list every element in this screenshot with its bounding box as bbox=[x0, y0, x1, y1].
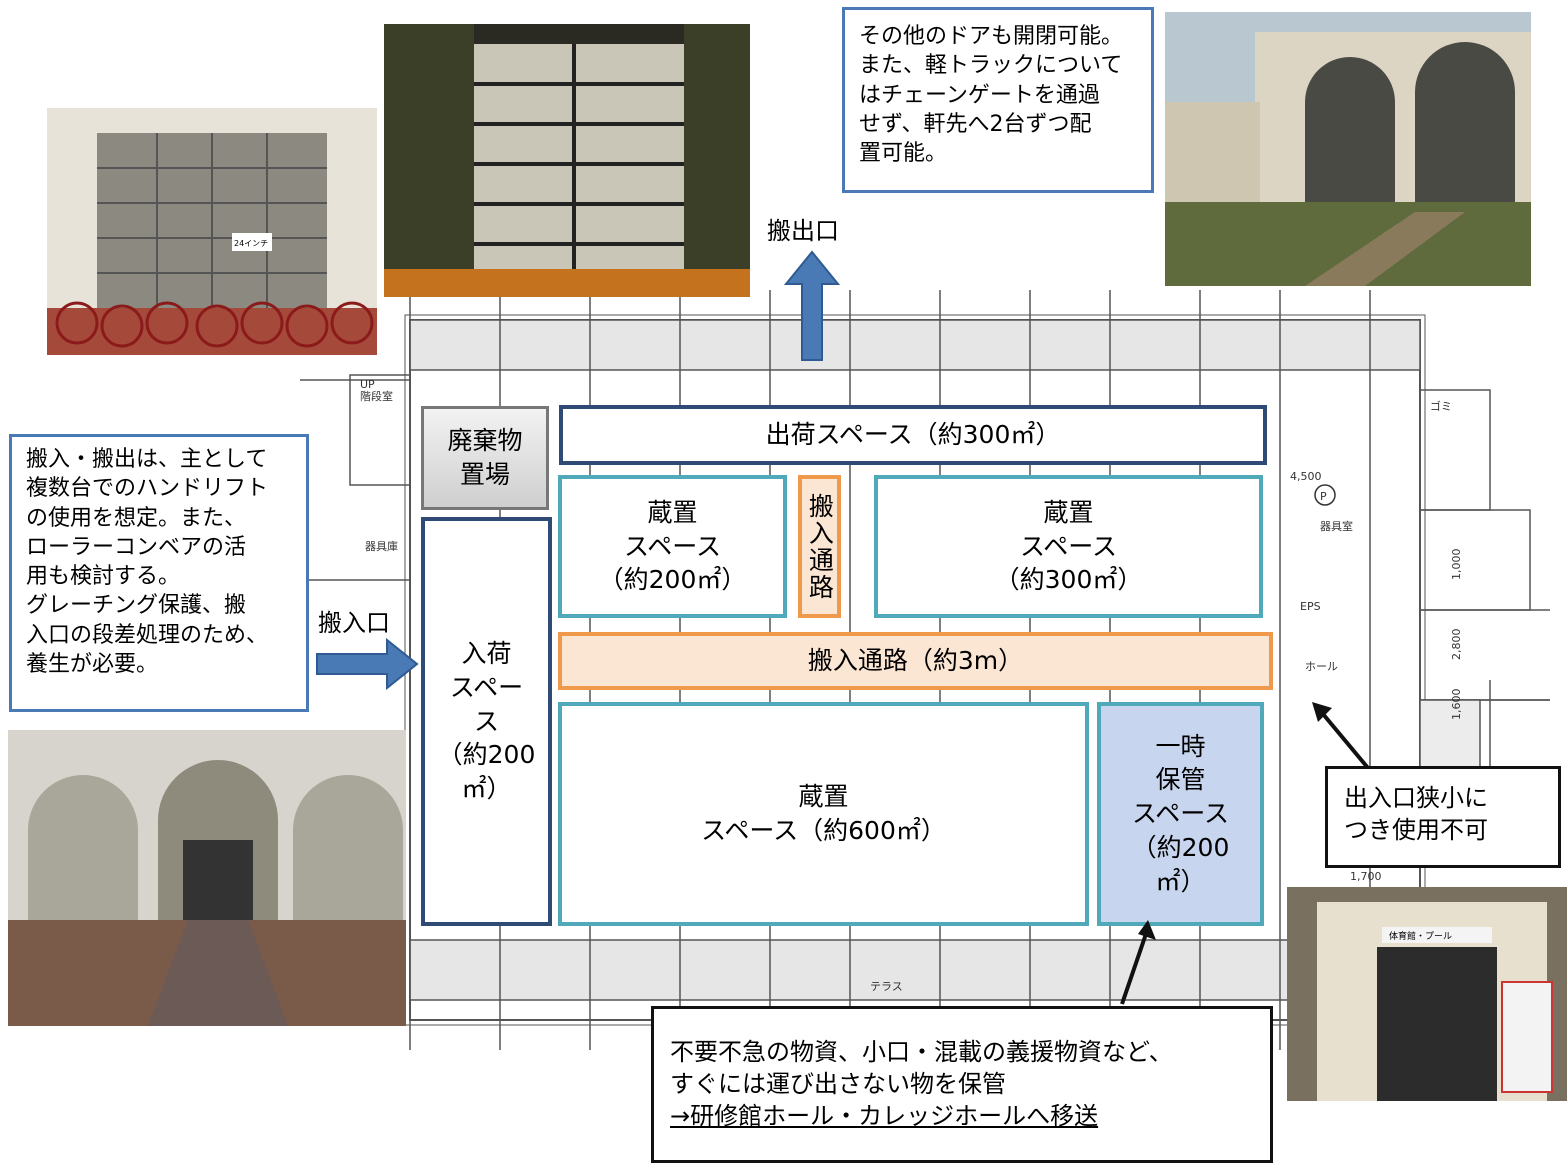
storage-label: 蔵置 bbox=[647, 497, 698, 527]
plan-parking-label: P bbox=[1320, 490, 1327, 503]
receiving-label: 入荷 bbox=[461, 639, 512, 669]
receiving-label: ㎡） bbox=[461, 774, 512, 804]
note-line: 置可能。 bbox=[859, 141, 948, 166]
temp-label: 一時 bbox=[1155, 731, 1206, 761]
plan-room-label: UP bbox=[360, 378, 375, 391]
shipping-space: 出荷スペース（約300㎡） bbox=[559, 405, 1267, 465]
note-line: 用も検討する。 bbox=[26, 564, 181, 589]
entrance-label: 搬入口 bbox=[318, 609, 390, 637]
waste-label: 廃棄物 bbox=[447, 426, 523, 456]
receiving-label: ス bbox=[473, 706, 499, 736]
plan-dim-label: 1,700 bbox=[1350, 870, 1382, 883]
passage-vertical: 搬入通路 bbox=[798, 475, 841, 618]
passage-vertical-label: 搬入通路 bbox=[805, 492, 835, 601]
photo-building-sign: 体育館・プール bbox=[1389, 930, 1452, 942]
plan-room-label: ゴミ bbox=[1430, 399, 1452, 413]
storage-label: スペース（約600㎡） bbox=[701, 816, 946, 845]
passage-main-label: 搬入通路（約3m） bbox=[807, 646, 1024, 676]
plan-room-label: 階段室 bbox=[360, 389, 393, 403]
photo-arched-entrance bbox=[8, 730, 406, 1026]
note-line: 搬入・搬出は、主として bbox=[26, 447, 268, 472]
note-unusable-entrance: 出入口狭小に つき使用不可 bbox=[1325, 766, 1561, 868]
storage-label: 蔵置 bbox=[798, 782, 849, 812]
receiving-label: （約200 bbox=[437, 740, 536, 770]
storage-space-right: 蔵置 スペース （約300㎡） bbox=[874, 475, 1263, 618]
note-line: その他のドアも開閉可能。 bbox=[859, 24, 1124, 49]
plan-dim-label: 2,800 bbox=[1450, 629, 1463, 661]
note-other-doors: その他のドアも開閉可能。 また、軽トラックについて はチェーンゲートを通過 せず… bbox=[842, 7, 1154, 193]
note-line: 出入口狭小に bbox=[1344, 784, 1488, 812]
waste-storage: 廃棄物 置場 bbox=[421, 406, 549, 510]
plan-room-label: ホール bbox=[1305, 660, 1338, 673]
plan-dim-label: 1,600 bbox=[1450, 689, 1463, 721]
note-line: はチェーンゲートを通過 bbox=[859, 82, 1100, 108]
note-line: せず、軒先へ2台ずつ配 bbox=[859, 111, 1092, 137]
storage-label: スペース bbox=[1019, 531, 1117, 561]
pointer-arrow-icon bbox=[1312, 702, 1370, 770]
note-line: すぐには運び出さない物を保管 bbox=[670, 1069, 1006, 1098]
plan-dim-label: 1,000 bbox=[1450, 549, 1463, 581]
entrance-arrow-icon bbox=[316, 638, 419, 690]
temp-label: 保管 bbox=[1155, 765, 1206, 795]
storage-space-large: 蔵置 スペース（約600㎡） bbox=[558, 702, 1089, 926]
waste-label: 置場 bbox=[459, 460, 510, 489]
exit-label: 搬出口 bbox=[767, 217, 839, 245]
note-temporary-storage: 不要不急の物資、小口・混載の義援物資など、 すぐには運び出さない物を保管 →研修… bbox=[651, 1006, 1273, 1163]
photo-arched-exterior bbox=[1165, 12, 1531, 286]
storage-label: （約300㎡） bbox=[994, 565, 1143, 595]
note-line: また、軽トラックについて bbox=[859, 53, 1123, 79]
note-line: ローラーコンベアの活 bbox=[26, 534, 247, 560]
note-transfer-line: →研修館ホール・カレッジホールへ移送 bbox=[670, 1101, 1099, 1130]
storage-label: 蔵置 bbox=[1043, 497, 1094, 527]
plan-dim-label: 4,500 bbox=[1290, 470, 1322, 483]
passage-main: 搬入通路（約3m） bbox=[558, 632, 1273, 690]
storage-label: スペース bbox=[623, 531, 721, 561]
note-line: つき使用不可 bbox=[1344, 815, 1488, 844]
temporary-storage-space: 一時 保管 スペース （約200 ㎡） bbox=[1097, 702, 1264, 926]
note-handling: 搬入・搬出は、主として 複数台でのハンドリフト の使用を想定。また、 ローラーコ… bbox=[9, 434, 309, 712]
receiving-label: スペー bbox=[449, 672, 524, 702]
temp-label: スペース bbox=[1131, 799, 1229, 829]
note-line: グレーチング保護、搬 bbox=[26, 593, 247, 619]
photo-interior-window bbox=[384, 24, 750, 297]
temp-label: （約200 bbox=[1131, 832, 1230, 862]
storage-space-left: 蔵置 スペース （約200㎡） bbox=[558, 475, 787, 618]
note-line: 不要不急の物資、小口・混載の義援物資など、 bbox=[670, 1038, 1173, 1066]
temp-label: ㎡） bbox=[1155, 866, 1206, 896]
plan-room-label: EPS bbox=[1300, 600, 1321, 613]
exit-arrow-icon bbox=[784, 250, 840, 361]
plan-room-label: 器具庫 bbox=[365, 539, 398, 553]
plan-room-label: 器具室 bbox=[1320, 519, 1353, 533]
storage-label: （約200㎡） bbox=[598, 565, 747, 595]
receiving-space: 入荷 スペー ス （約200 ㎡） bbox=[421, 517, 552, 926]
photo-small-entrance: 体育館・プール bbox=[1287, 887, 1567, 1101]
note-line: 複数台でのハンドリフト bbox=[26, 476, 269, 502]
note-line: 養生が必要。 bbox=[26, 651, 159, 677]
photo-sign-text: 24インチ bbox=[234, 239, 268, 248]
note-line: 入口の段差処理のため、 bbox=[26, 622, 269, 648]
plan-room-label: テラス bbox=[870, 980, 903, 993]
pointer-arrow-icon bbox=[1120, 920, 1156, 1005]
shipping-space-label: 出荷スペース（約300㎡） bbox=[765, 420, 1061, 450]
note-line: の使用を想定。また、 bbox=[26, 505, 247, 531]
photo-bicycles-door: 24インチ bbox=[47, 108, 377, 355]
